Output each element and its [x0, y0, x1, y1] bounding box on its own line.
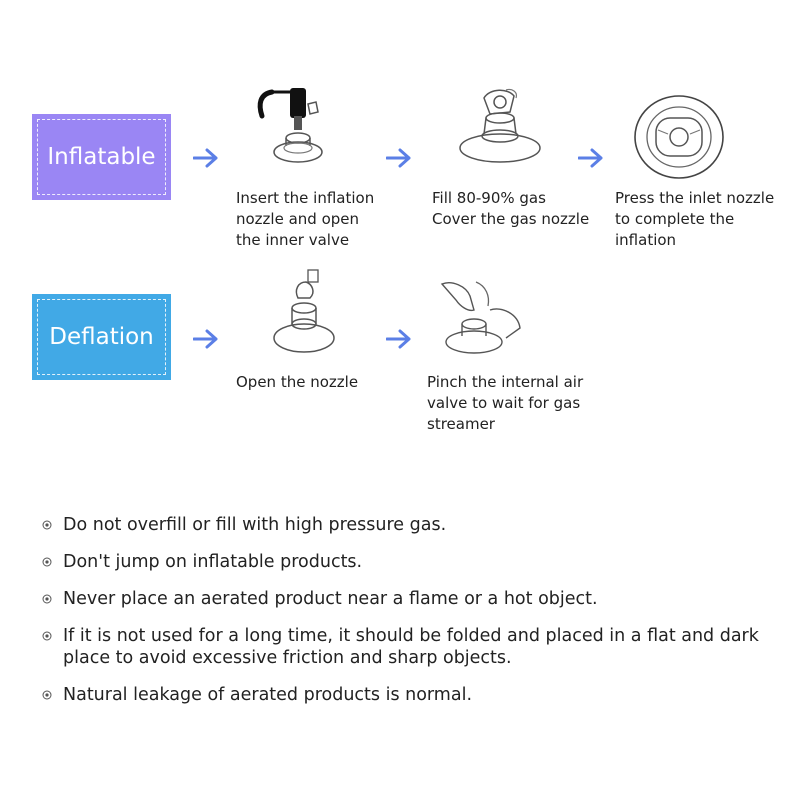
note-text: Never place an aerated product near a fl…: [63, 589, 598, 609]
note-text: Do not overfill or fill with high pressu…: [63, 515, 447, 535]
deflation-step-1-caption: Open the nozzle: [236, 373, 359, 391]
arrow-right-icon: [193, 148, 218, 168]
list-item: Natural leakage of aerated products is n…: [42, 684, 782, 706]
open-nozzle-icon: [273, 269, 335, 353]
list-item: Never place an aerated product near a fl…: [42, 588, 782, 610]
list-item: Do not overfill or fill with high pressu…: [42, 514, 782, 536]
dashed-border: [37, 119, 166, 195]
note-text: If it is not used for a long time, it sh…: [63, 626, 759, 668]
deflation-step-2-caption: Pinch the internal air valve to wait for…: [427, 373, 584, 433]
pinch-valve-icon: [440, 281, 521, 354]
dashed-border: [37, 299, 166, 375]
inflation-nozzle-icon: [257, 88, 323, 163]
arrow-right-icon: [193, 329, 218, 349]
inflation-step-2-caption: Fill 80-90% gas Cover the gas nozzle: [432, 189, 590, 228]
deflation-label: Deflation: [49, 324, 154, 350]
circle-bullet-icon: [42, 690, 52, 700]
inflatable-label: Inflatable: [47, 144, 156, 170]
circle-bullet-icon: [42, 631, 52, 641]
inflation-step-1-caption: Insert the inflation nozzle and open the…: [236, 189, 375, 249]
circle-bullet-icon: [42, 557, 52, 567]
circle-bullet-icon: [42, 594, 52, 604]
press-valve-icon: [634, 95, 724, 179]
circle-bullet-icon: [42, 520, 52, 530]
note-text: Don't jump on inflatable products.: [63, 552, 363, 572]
inflation-step-3-caption: Press the inlet nozzle to complete the i…: [615, 189, 775, 249]
arrow-right-icon: [386, 148, 411, 168]
arrow-right-icon: [578, 148, 603, 168]
list-item: If it is not used for a long time, it sh…: [42, 625, 782, 669]
fill-valve-icon: [459, 88, 541, 163]
deflation-label-box: Deflation: [32, 294, 171, 380]
note-text: Natural leakage of aerated products is n…: [63, 685, 473, 705]
usage-notes-list: Do not overfill or fill with high pressu…: [42, 514, 782, 721]
arrow-right-icon: [386, 329, 411, 349]
list-item: Don't jump on inflatable products.: [42, 551, 782, 573]
inflatable-label-box: Inflatable: [32, 114, 171, 200]
